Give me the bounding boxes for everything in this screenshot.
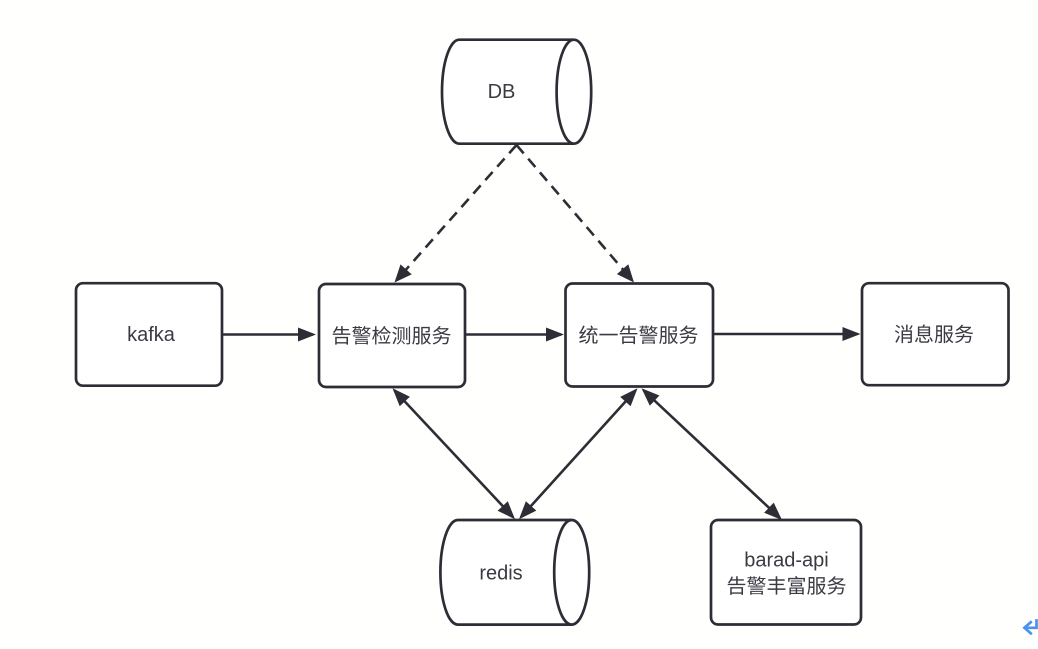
- svg-text:barad-api: barad-api: [744, 550, 829, 572]
- svg-text:DB: DB: [488, 81, 516, 103]
- svg-text:kafka: kafka: [127, 324, 176, 346]
- svg-text:redis: redis: [479, 563, 522, 585]
